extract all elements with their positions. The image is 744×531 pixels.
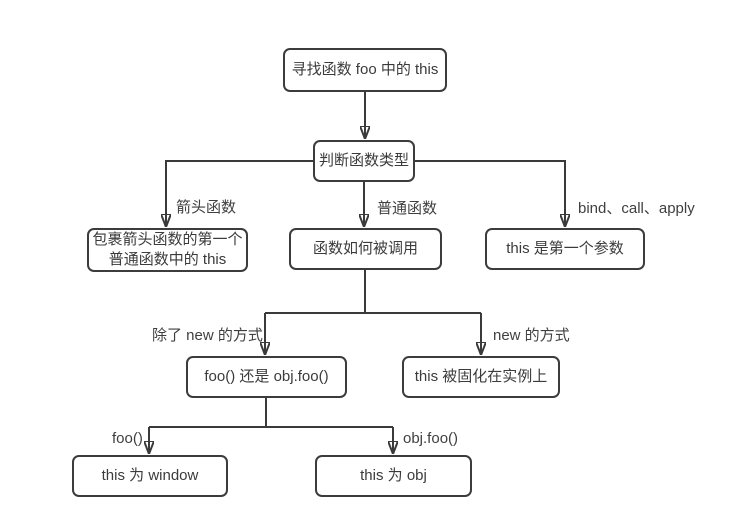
node-bind-call-apply-result: this 是第一个参数 <box>485 228 645 270</box>
node-judge-function-type: 判断函数类型 <box>313 140 415 182</box>
edge-label-foo-call: foo() <box>112 430 143 447</box>
edge-label-bind-call-apply: bind、call、apply <box>578 200 695 217</box>
edge-label-normal-function: 普通函数 <box>377 200 438 217</box>
node-new-result: this 被固化在实例上 <box>402 356 560 398</box>
node-this-is-obj: this 为 obj <box>315 455 472 497</box>
node-this-is-window: this 为 window <box>72 455 228 497</box>
edge-label-new-way: new 的方式 <box>493 327 570 344</box>
node-find-this: 寻找函数 foo 中的 this <box>283 48 447 92</box>
node-call-form-question: foo() 还是 obj.foo() <box>186 356 347 398</box>
edge-label-not-new: 除了 new 的方式 <box>152 327 263 344</box>
edge-judge-to-arrow-result <box>166 160 313 227</box>
node-arrow-function-result: 包裹箭头函数的第一个 普通函数中的 this <box>87 228 248 272</box>
edge-label-obj-foo-call: obj.foo() <box>403 430 459 447</box>
edge-judge-to-bind-result <box>415 160 565 227</box>
node-how-function-called: 函数如何被调用 <box>289 228 442 270</box>
edge-label-arrow-function: 箭头函数 <box>176 199 237 216</box>
